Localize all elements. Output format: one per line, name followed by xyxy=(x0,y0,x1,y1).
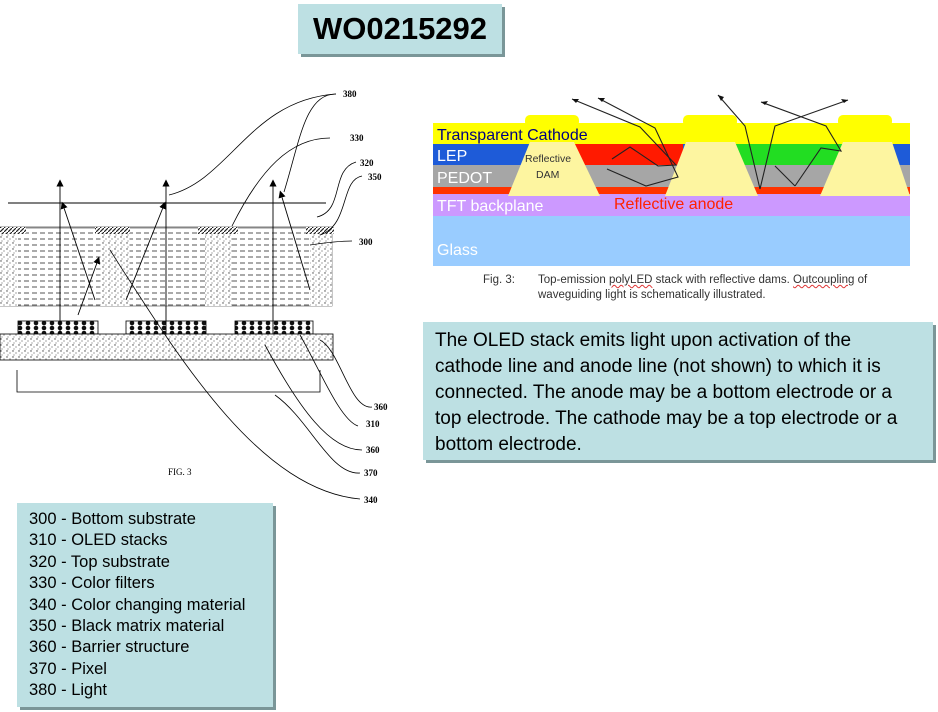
caption-text: Top-emission xyxy=(538,274,609,286)
transparent-cathode-layer xyxy=(433,123,910,144)
reflective-dam xyxy=(508,142,600,196)
description-box: The OLED stack emits light upon activati… xyxy=(423,322,933,460)
legend-item: 320 - Top substrate xyxy=(29,552,170,571)
stack-figure-caption: Fig. 3: Top-emission polyLED stack with r… xyxy=(483,273,867,303)
lep-label: LEP xyxy=(437,148,467,165)
ref-label-380: 380 xyxy=(343,89,357,99)
legend-item: 370 - Pixel xyxy=(29,659,107,678)
ref-label-360: 360 xyxy=(374,402,388,412)
ref-label-300: 300 xyxy=(359,237,373,247)
caption-word-outcoupling: Outcoupling xyxy=(793,274,855,286)
oled-stack xyxy=(234,320,314,335)
legend-item: 340 - Color changing material xyxy=(29,595,246,614)
legend-item: 310 - OLED stacks xyxy=(29,531,168,550)
red-emitter xyxy=(573,144,683,165)
reflective-dam xyxy=(820,142,910,196)
caption-line-2: waveguiding light is schematically illus… xyxy=(538,289,766,301)
bottom-substrate xyxy=(0,333,334,361)
backplane-label: TFT backplane xyxy=(437,198,544,215)
legend-item: 330 - Color filters xyxy=(29,574,155,593)
figure-caption: FIG. 3 xyxy=(168,467,192,477)
dam-label-line1: Reflective xyxy=(525,153,571,165)
pedot-label: PEDOT xyxy=(437,170,492,187)
anode-label: Reflective anode xyxy=(614,196,733,213)
green-emitter xyxy=(733,144,843,165)
caption-text: of xyxy=(854,274,868,286)
patent-figure-drawing: 380 330 320 350 300 360 310 360 370 340 … xyxy=(0,89,388,505)
ref-label-370: 370 xyxy=(364,468,378,478)
ref-label-320: 320 xyxy=(360,158,374,168)
patent-number: WO0215292 xyxy=(312,11,488,46)
reflective-dam xyxy=(665,142,758,196)
description-text: The OLED stack emits light upon activati… xyxy=(435,330,898,455)
caption-number: Fig. 3: xyxy=(483,274,515,286)
cathode-label: Transparent Cathode xyxy=(437,127,588,144)
oled-stack xyxy=(17,320,99,335)
ref-label-360b: 360 xyxy=(366,445,380,455)
patent-number-title: WO0215292 xyxy=(298,4,502,54)
legend-box: 300 - Bottom substrate 310 - OLED stacks… xyxy=(17,503,273,707)
legend-item: 380 - Light xyxy=(29,681,107,700)
tft-backplane-layer xyxy=(433,194,910,216)
glass-layer xyxy=(433,216,910,266)
ref-label-350: 350 xyxy=(368,172,382,182)
polyled-stack-diagram: Transparent Cathode LEP PEDOT Reflective… xyxy=(433,94,910,266)
legend-item: 300 - Bottom substrate xyxy=(29,510,196,528)
glass-label: Glass xyxy=(437,242,478,259)
legend-item: 360 - Barrier structure xyxy=(29,638,190,657)
ref-label-340: 340 xyxy=(364,495,378,505)
dam-label-line2: DAM xyxy=(536,169,559,181)
legend-item: 350 - Black matrix material xyxy=(29,617,225,636)
ref-label-330: 330 xyxy=(350,133,364,143)
caption-word-polyled: polyLED xyxy=(608,274,653,286)
ref-label-310: 310 xyxy=(366,419,380,429)
caption-text: stack with reflective dams. xyxy=(652,274,794,286)
